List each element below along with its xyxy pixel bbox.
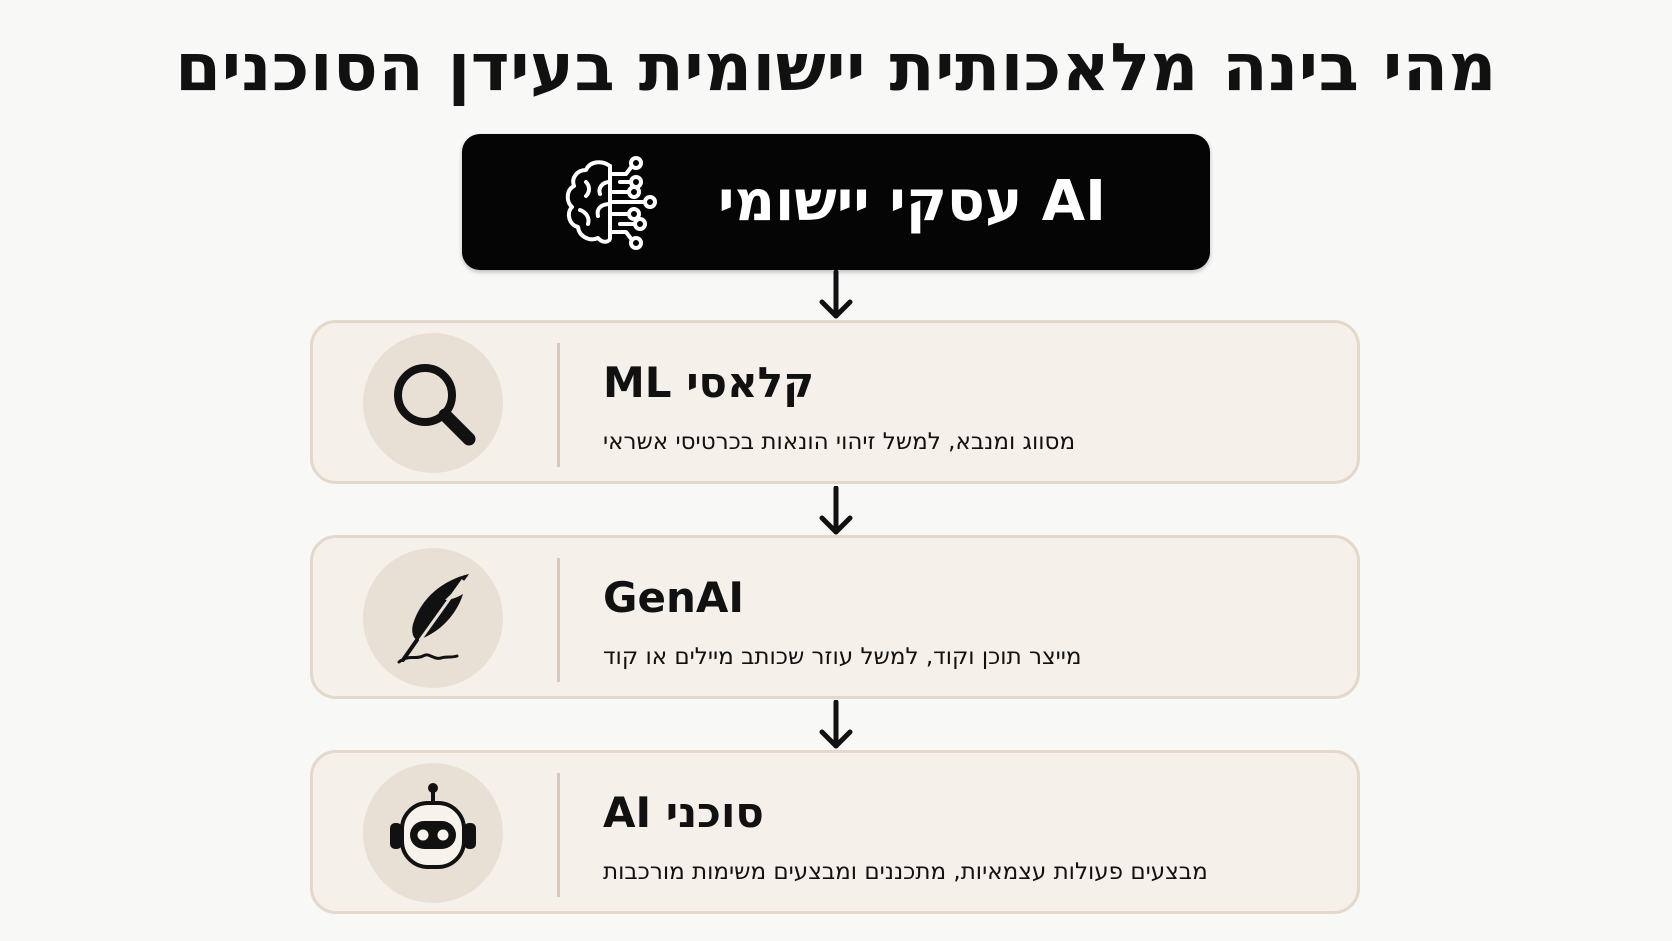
icon-circle — [363, 763, 503, 903]
card-classic-ml: ML קלאסי מסווג ומנבא, למשל זיהוי הונאות … — [310, 320, 1360, 484]
card-divider — [557, 558, 560, 682]
arrow-down-icon — [819, 270, 853, 319]
card-description: מסווג ומנבא, למשל זיהוי הונאות בכרטיסי א… — [603, 429, 1076, 455]
card-description: מייצר תוכן וקוד, למשל עוזר שכותב מיילים … — [603, 644, 1082, 670]
card-title: GenAI — [603, 573, 744, 622]
header-box: AI עסקי יישומי — [462, 134, 1210, 270]
icon-circle — [363, 333, 503, 473]
arrow-down-icon — [819, 486, 853, 535]
card-description: מבצעים פעולות עצמאיות, מתכננים ומבצעים מ… — [603, 859, 1208, 885]
card-divider — [557, 773, 560, 897]
icon-circle — [363, 548, 503, 688]
header-label: AI עסקי יישומי — [718, 169, 1106, 234]
card-agentic-ai: AI סוכני מבצעים פעולות עצמאיות, מתכננים … — [310, 750, 1360, 914]
robot-icon — [390, 783, 476, 869]
feather-quill-icon — [397, 574, 469, 664]
card-title: AI סוכני — [603, 788, 764, 837]
arrow-down-icon — [819, 700, 853, 749]
card-divider — [557, 343, 560, 467]
brain-circuit-icon — [565, 156, 657, 250]
card-genai: GenAI מייצר תוכן וקוד, למשל עוזר שכותב מ… — [310, 535, 1360, 699]
magnifying-glass-icon — [394, 364, 476, 446]
page-title: מהי בינה מלאכותית יישומית בעידן הסוכנים — [175, 29, 1497, 106]
card-title: ML קלאסי — [603, 358, 815, 407]
